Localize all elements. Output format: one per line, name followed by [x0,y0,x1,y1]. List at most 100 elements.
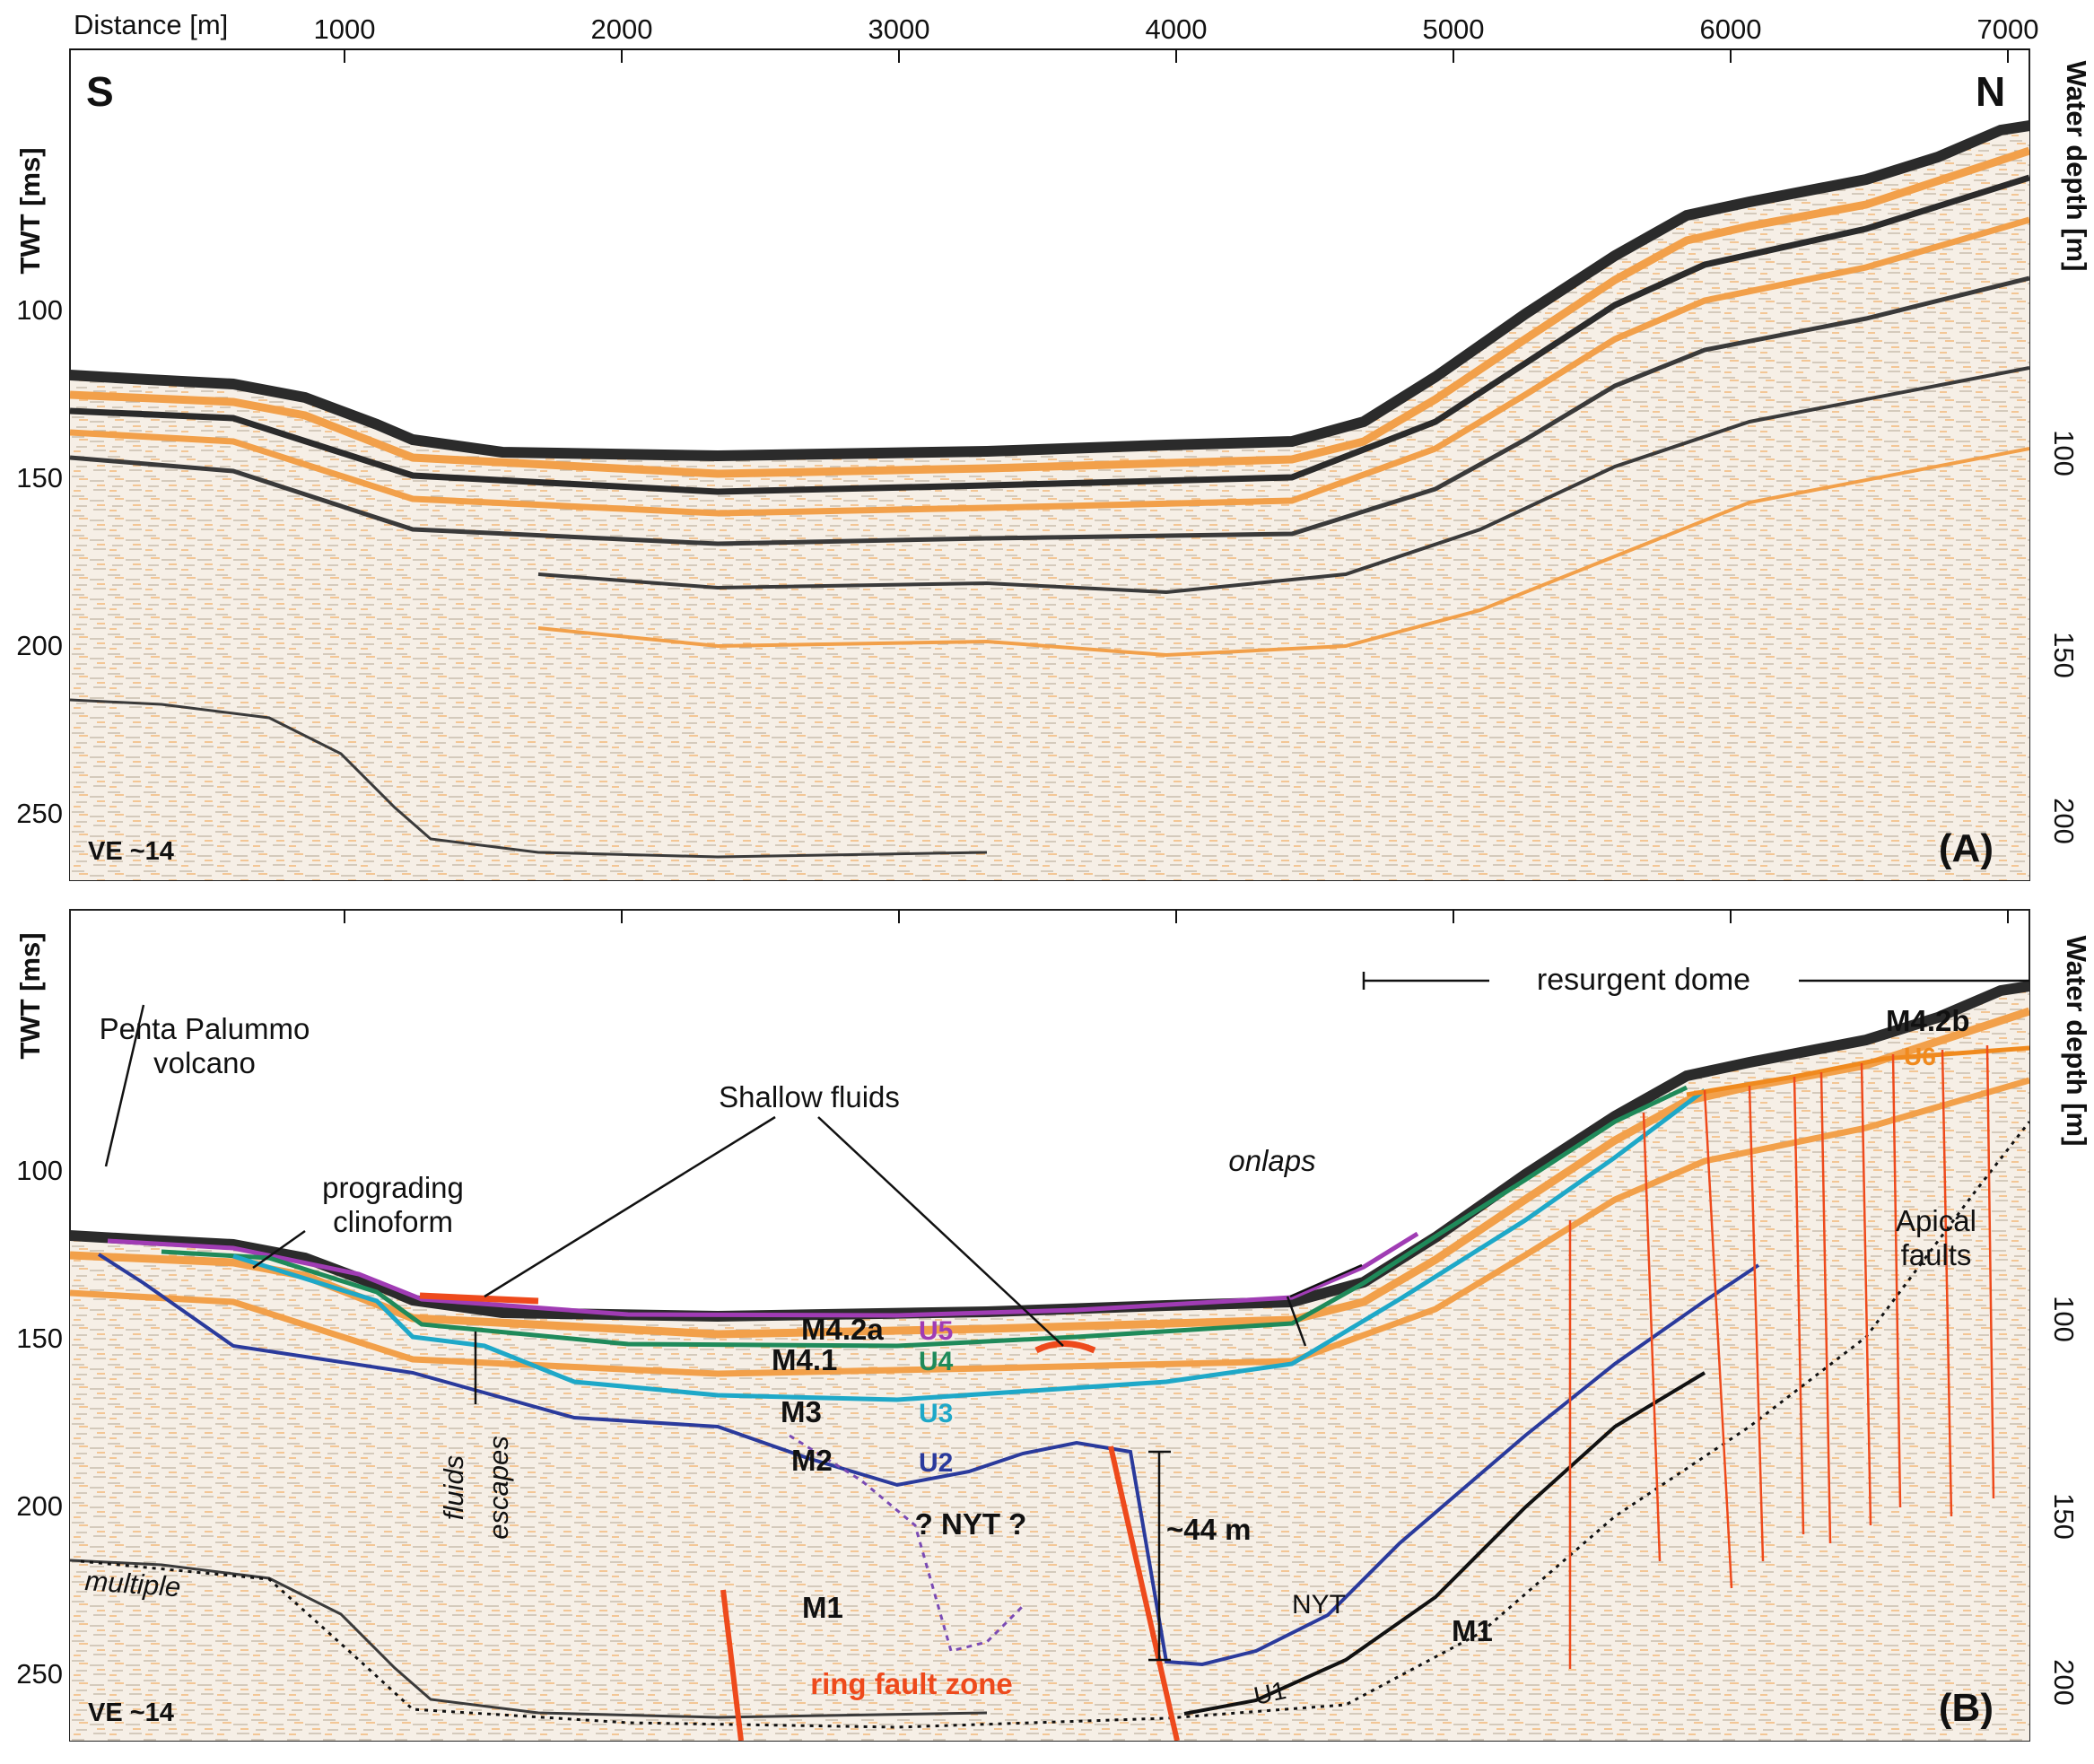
prograding-label: prograding [322,1171,464,1204]
panel-a [69,48,2030,881]
panel-a-left-axis-title: TWT [ms] [14,147,46,274]
apical-fault [1891,1053,1902,1508]
top-tick-label: 1000 [314,13,376,45]
top-tick-label: 3000 [868,13,930,45]
unit-nyt-label: NYT [1292,1590,1346,1620]
apical-faults-label-2: faults [1901,1238,1972,1271]
apical-fault [1642,1112,1662,1562]
shallow-fluid-zone-right [1034,1340,1096,1354]
panel-b-left-tick: 250 [16,1658,63,1690]
resurgent-dome-label: resurgent dome [1537,963,1750,997]
annotation-leaders [104,972,2029,1662]
panel-a-left-tick: 100 [16,294,63,326]
horizon-u1-line [1183,1371,1706,1716]
panel-a-label: (A) [1939,826,1994,870]
shallow-fluids-leader-right [817,1116,1064,1347]
unit-m2-label: M2 [791,1444,833,1477]
panel-b-ve-label: VE ~14 [88,1699,174,1727]
panel-b-right-tick: 100 [2048,1296,2080,1342]
apical-fault [1819,1071,1832,1544]
horizon-lines [80,1045,2029,1729]
shallow-fluids-leader-left [484,1115,776,1298]
horizon-u3-label: U3 [919,1399,953,1428]
shallow-fluid-zone-left [419,1292,539,1305]
unit-m42a-label: M4.2a [801,1313,884,1346]
horizon-u4-label: U4 [919,1347,954,1376]
prograding-label-2: clinoform [333,1205,453,1238]
panel-b-left-tick: 200 [16,1490,63,1522]
horizon-u6-label: U6 [1904,1043,1936,1070]
apical-fault [1860,1062,1872,1526]
panel-b-seismic-body [70,986,2029,1741]
panel-b-right-tick: 200 [2048,1659,2080,1706]
top-distance-axis: Distance [m] 1000 2000 3000 4000 5000 60… [70,9,2038,923]
apical-fault [1703,1089,1733,1589]
panel-a-left-tick: 250 [16,798,63,829]
horizon-u5-line [107,1231,1419,1318]
apical-fault [1985,1044,1995,1499]
panel-a-seismic-body [70,126,2029,880]
top-tick-label: 6000 [1700,13,1762,45]
panel-b-left-tick: 100 [16,1155,63,1186]
prograding-leader [252,1229,306,1270]
ring-faults [720,1044,1995,1741]
ring-fault-left [720,1589,744,1741]
unit-m1-left-label: M1 [802,1591,843,1624]
top-tick-label: 4000 [1146,13,1208,45]
nyt-question-label: ? NYT ? [915,1507,1027,1541]
panel-a-left-tick: 200 [16,630,63,661]
panel-b-left-axis-title: TWT [ms] [14,932,46,1059]
thickness-label: ~44 m [1166,1513,1252,1546]
horizon-u2-label: U2 [919,1448,953,1478]
panel-a-right-tick: 200 [2048,798,2080,844]
south-label: S [86,68,114,115]
unit-m42b-label: M4.2b [1886,1004,1970,1037]
panel-a-right-axis-title: Water depth [m] [2061,61,2092,272]
panel-b-right-tick: 150 [2048,1493,2080,1540]
panel-a-ve-label: VE ~14 [88,837,174,866]
top-tick-label: 2000 [591,13,653,45]
panel-a-axes: TWT [ms] 100 150 200 250 Water depth [m]… [14,61,2092,844]
nyt-dotted-left [789,1434,1025,1653]
onlaps-leader-left [1286,1296,1307,1347]
horizon-u3-line [232,1088,1706,1402]
multiple-dotted-line [80,1121,2029,1729]
top-tick-label: 5000 [1423,13,1485,45]
apical-faults-label: Apical [1896,1204,1976,1237]
north-label: N [1976,68,2005,115]
top-axis-ticks: 1000 2000 3000 4000 5000 6000 7000 [314,13,2038,923]
panel-a-labels: S N (A) VE ~14 [86,68,2005,870]
unit-m3-label: M3 [781,1395,822,1428]
penta-palummo-leader [104,1004,145,1167]
escapes-label: escapes [483,1436,514,1539]
penta-palummo-label: Penta Palummo [100,1012,310,1045]
panel-b-label: (B) [1939,1686,1994,1730]
apical-fault [1793,1076,1805,1535]
penta-palummo-label-2: volcano [153,1046,256,1079]
onlaps-leader-right [1289,1263,1363,1298]
horizon-u5-label: U5 [919,1316,953,1346]
top-axis-title: Distance [m] [74,9,228,40]
panel-a-left-tick: 150 [16,462,63,493]
horizon-u1-label: U1 [1252,1676,1288,1710]
panel-b-left-tick: 150 [16,1323,63,1354]
panel-b-right-axis-title: Water depth [m] [2061,936,2092,1147]
panel-b-labels: resurgent dome Penta Palummo volcano pro… [84,963,1994,1730]
onlaps-label: onlaps [1228,1144,1315,1177]
panel-a-right-tick: 150 [2048,632,2080,678]
unit-m1-right-label: M1 [1452,1614,1493,1647]
horizon-u2-line [97,1253,1760,1667]
horizon-u6-line [1686,1045,2029,1097]
ring-fault-zone-label: ring fault zone [810,1667,1013,1700]
multiple-label: multiple [84,1565,182,1602]
horizon-u4-line [161,1085,1688,1349]
apical-fault [1941,1049,1953,1517]
fluids-label: fluids [438,1455,469,1520]
ring-fault-right [1108,1445,1180,1741]
unit-m41-label: M4.1 [772,1343,837,1376]
shallow-fluids-label: Shallow fluids [719,1080,900,1113]
panel-a-right-tick: 100 [2048,430,2080,476]
panel-b-axes: TWT [ms] 100 150 200 250 Water depth [m]… [14,932,2092,1705]
panel-b [69,909,2030,1742]
